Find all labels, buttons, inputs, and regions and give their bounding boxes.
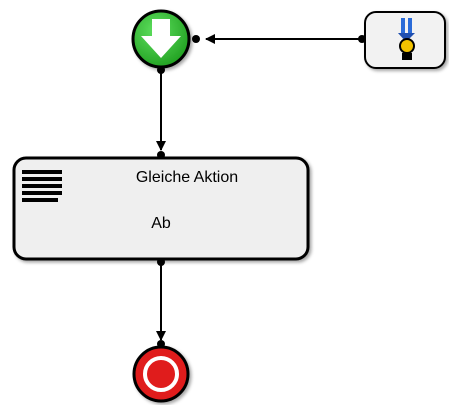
end-stop-icon <box>143 356 179 392</box>
start-node[interactable] <box>131 9 191 69</box>
action-node-subtitle: Ab <box>151 215 171 232</box>
connector-trigger-to-start[interactable] <box>192 34 366 44</box>
list-lines-icon <box>22 170 62 202</box>
start-arrow-down-icon <box>141 19 181 58</box>
trigger-node[interactable] <box>364 11 446 69</box>
end-node[interactable] <box>132 345 190 403</box>
medal-trigger-icon <box>398 18 415 60</box>
connector-start-to-action[interactable] <box>156 66 166 159</box>
action-node-title: Gleiche Aktion <box>136 169 238 186</box>
action-node[interactable]: Gleiche Aktion Ab <box>12 156 310 261</box>
connector-action-to-end[interactable] <box>156 258 166 348</box>
